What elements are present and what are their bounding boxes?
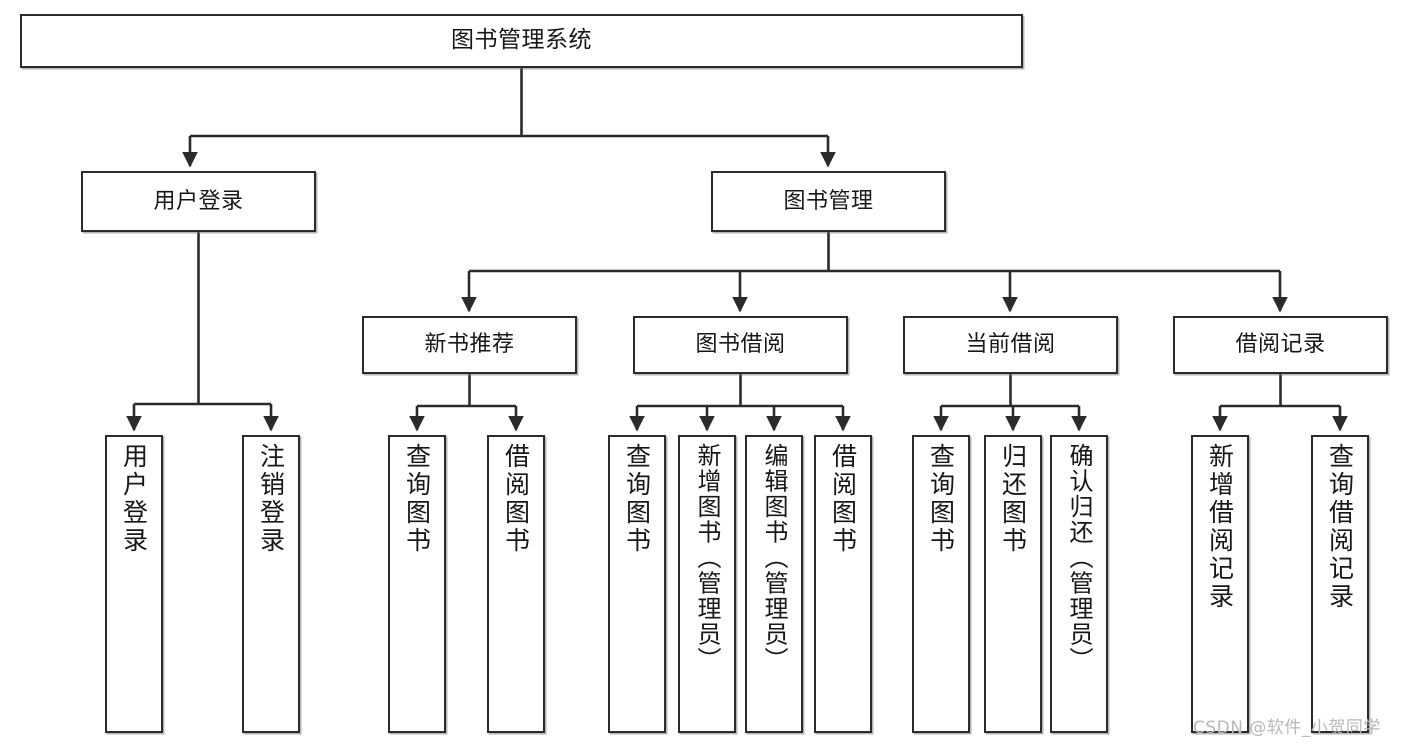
leaf-borrow-query-book-label: 查询图书	[622, 443, 652, 555]
node-book-management[interactable]: 图书管理	[711, 171, 946, 232]
node-root[interactable]: 图书管理系统	[20, 14, 1023, 68]
leaf-borrow-lend-book-label: 借阅图书	[828, 443, 858, 555]
node-new-book-recommend-label: 新书推荐	[424, 332, 515, 358]
leaf-newbook-query-book[interactable]: 查询图书	[388, 435, 446, 733]
leaf-current-confirm-return-admin[interactable]: 确认归还（管理员）	[1050, 435, 1108, 733]
leaf-borrow-add-book-admin[interactable]: 新增图书（管理员）	[678, 435, 736, 733]
leaf-current-return-book-label: 归还图书	[998, 443, 1028, 555]
leaf-record-add-record-label: 新增借阅记录	[1205, 443, 1235, 611]
csdn-watermark: CSDN @软件_小贺同学	[1193, 718, 1381, 738]
node-book-management-label: 图书管理	[783, 188, 874, 214]
leaf-user-logout-label: 注销登录	[256, 443, 286, 555]
node-current-borrow-label: 当前借阅	[965, 332, 1056, 358]
leaf-newbook-query-book-label: 查询图书	[402, 443, 432, 555]
node-user-login[interactable]: 用户登录	[81, 171, 316, 232]
leaf-user-login-label: 用户登录	[119, 443, 149, 555]
leaf-borrow-lend-book[interactable]: 借阅图书	[814, 435, 872, 733]
node-user-login-label: 用户登录	[153, 188, 244, 214]
leaf-newbook-borrow-book-label: 借阅图书	[501, 443, 531, 555]
leaf-user-login[interactable]: 用户登录	[105, 435, 163, 733]
node-borrow-record-label: 借阅记录	[1235, 332, 1326, 358]
leaf-record-query-record[interactable]: 查询借阅记录	[1311, 435, 1369, 733]
leaf-current-return-book[interactable]: 归还图书	[984, 435, 1042, 733]
leaf-borrow-edit-book-admin-label: 编辑图书（管理员）	[760, 443, 788, 673]
leaf-record-add-record[interactable]: 新增借阅记录	[1191, 435, 1249, 733]
leaf-current-query-book[interactable]: 查询图书	[912, 435, 970, 733]
leaf-current-confirm-return-admin-label: 确认归还（管理员）	[1065, 443, 1093, 673]
leaf-record-query-record-label: 查询借阅记录	[1325, 443, 1355, 611]
node-book-borrow[interactable]: 图书借阅	[633, 316, 848, 374]
leaf-borrow-query-book[interactable]: 查询图书	[608, 435, 666, 733]
node-current-borrow[interactable]: 当前借阅	[903, 316, 1118, 374]
leaf-borrow-add-book-admin-label: 新增图书（管理员）	[693, 443, 721, 673]
node-new-book-recommend[interactable]: 新书推荐	[362, 316, 577, 374]
leaf-current-query-book-label: 查询图书	[926, 443, 956, 555]
leaf-borrow-edit-book-admin[interactable]: 编辑图书（管理员）	[745, 435, 803, 733]
node-borrow-record[interactable]: 借阅记录	[1173, 316, 1388, 374]
node-book-borrow-label: 图书借阅	[695, 332, 786, 358]
leaf-newbook-borrow-book[interactable]: 借阅图书	[487, 435, 545, 733]
leaf-user-logout[interactable]: 注销登录	[242, 435, 300, 733]
node-root-label: 图书管理系统	[451, 27, 592, 54]
